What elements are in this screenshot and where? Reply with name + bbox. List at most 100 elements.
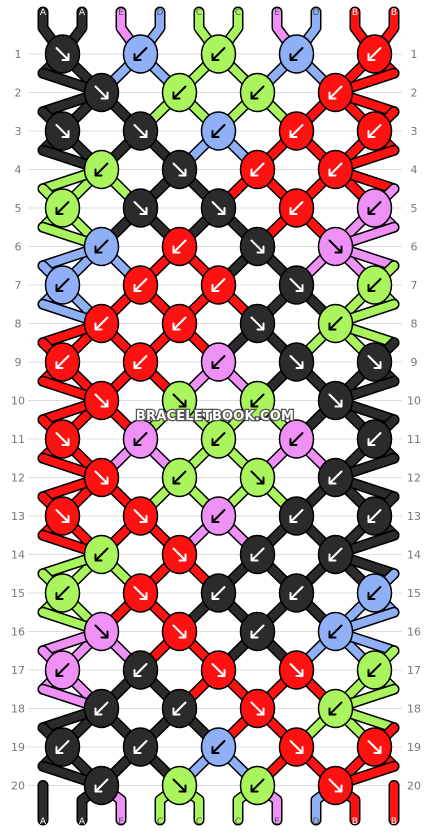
arrow-down-right-icon (328, 239, 343, 254)
row-number-right: 1 (411, 48, 418, 61)
row-number-right: 5 (411, 202, 418, 215)
arrow-down-right-icon (289, 278, 304, 292)
row-number-left: 20 (11, 780, 25, 793)
row-number-right: 13 (407, 510, 421, 523)
strand-label-bottom: C (196, 817, 202, 827)
arrow-down-left-icon (211, 432, 226, 446)
strand-label-top: C (235, 8, 241, 18)
knot (239, 534, 276, 575)
arrow-down-right-icon (328, 393, 343, 408)
arrow-down-left-icon (367, 201, 382, 215)
strand-label-top: C (196, 8, 202, 18)
knot (44, 573, 81, 613)
strand-label-bottom: E (118, 817, 124, 827)
knot (161, 688, 198, 729)
arrow-down-right-icon (367, 355, 382, 369)
knot (317, 380, 354, 421)
arrow-down-left-icon (367, 509, 382, 523)
arrow-down-right-icon (367, 740, 382, 754)
knot (161, 534, 198, 575)
knot (44, 419, 81, 459)
row-number-right: 7 (411, 279, 418, 292)
knot (278, 496, 315, 536)
row-number-right: 16 (407, 626, 421, 639)
knot (44, 727, 81, 767)
row-number-left: 14 (11, 549, 25, 562)
knot (161, 303, 198, 344)
arrow-down-left-icon (367, 586, 382, 600)
arrow-down-left-icon (133, 663, 148, 677)
knot (317, 303, 354, 344)
arrow-down-right-icon (55, 432, 70, 446)
row-number-right: 2 (411, 87, 418, 100)
strand-label-bottom: C (235, 817, 241, 827)
arrow-down-left-icon (133, 432, 148, 446)
knot (239, 457, 276, 498)
row-number-left: 9 (15, 356, 22, 369)
knot (83, 226, 120, 267)
arrow-down-left-icon (172, 85, 187, 100)
arrow-down-left-icon (55, 586, 70, 600)
knot (278, 34, 315, 74)
row-number-left: 4 (15, 164, 22, 177)
arrow-down-left-icon (94, 239, 109, 254)
strand-label-top: D (157, 8, 164, 18)
knot (200, 265, 237, 305)
knot (83, 457, 120, 498)
arrow-down-right-icon (133, 124, 148, 138)
knot (122, 573, 159, 613)
knot (239, 72, 276, 113)
knot (278, 342, 315, 382)
arrow-down-left-icon (55, 355, 70, 369)
arrow-down-left-icon (328, 85, 343, 100)
arrow-down-right-icon (172, 393, 187, 408)
arrow-down-left-icon (172, 701, 187, 716)
arrow-down-left-icon (250, 393, 265, 408)
knot (200, 342, 237, 382)
arrow-down-left-icon (328, 624, 343, 639)
strand-label-bottom: A (79, 817, 86, 827)
arrow-down-right-icon (133, 586, 148, 600)
row-number-left: 17 (11, 664, 25, 677)
arrow-down-left-icon (289, 47, 304, 61)
arrow-down-left-icon (211, 278, 226, 292)
knot (278, 265, 315, 305)
row-number-left: 1 (15, 48, 22, 61)
knot (122, 342, 159, 382)
arrow-down-left-icon (250, 162, 265, 177)
knot (317, 611, 354, 652)
knot (44, 188, 81, 228)
knot (122, 188, 159, 228)
knot (161, 611, 198, 652)
arrow-down-left-icon (94, 162, 109, 177)
knot (161, 765, 198, 806)
arrow-down-left-icon (94, 701, 109, 716)
arrow-down-right-icon (55, 124, 70, 138)
arrow-down-left-icon (172, 470, 187, 485)
arrow-down-left-icon (250, 85, 265, 100)
knot (122, 111, 159, 151)
row-number-left: 3 (15, 125, 22, 138)
strand-label-top: B (352, 8, 358, 18)
knot (239, 688, 276, 729)
row-number-right: 20 (407, 780, 421, 793)
arrow-down-right-icon (289, 740, 304, 754)
knot (239, 611, 276, 652)
knot (83, 765, 120, 806)
knot (44, 496, 81, 536)
strand-label-bottom: D (313, 817, 320, 827)
arrow-down-left-icon (211, 124, 226, 138)
arrow-down-left-icon (289, 432, 304, 446)
arrow-down-left-icon (250, 547, 265, 562)
knot (122, 727, 159, 767)
arrow-down-right-icon (94, 624, 109, 639)
row-number-left: 5 (15, 202, 22, 215)
knot (356, 496, 393, 536)
knot (317, 226, 354, 267)
arrow-down-right-icon (94, 85, 109, 100)
knot (239, 149, 276, 190)
arrow-down-left-icon (367, 278, 382, 292)
row-number-left: 6 (15, 241, 22, 254)
knot (200, 727, 237, 767)
